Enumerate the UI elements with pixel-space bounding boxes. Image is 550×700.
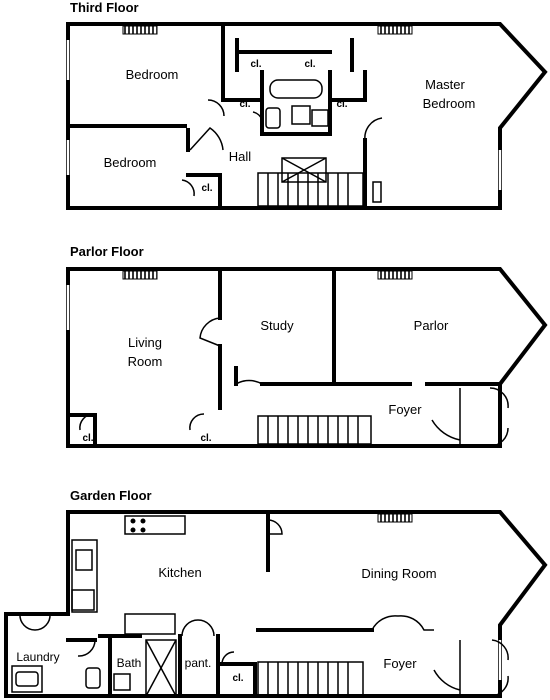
- study-label: Study: [260, 318, 294, 333]
- door: [364, 117, 383, 141]
- closet-label: cl.: [239, 99, 250, 110]
- door: [207, 99, 225, 117]
- front-door: [433, 640, 461, 696]
- radiator: [377, 25, 413, 35]
- stove-burner: [130, 518, 136, 524]
- living-room-label: Room: [128, 354, 163, 369]
- dishwasher: [71, 589, 95, 611]
- stove-burner: [140, 518, 146, 524]
- stairs: [257, 172, 364, 207]
- closet-label: cl.: [304, 59, 315, 70]
- garden-floor-outline: [4, 510, 548, 698]
- parlor-floor: Parlor Floor: [66, 244, 548, 448]
- radiator: [377, 270, 413, 280]
- radiator: [122, 270, 158, 280]
- wall: [221, 22, 264, 102]
- toilet: [265, 107, 281, 129]
- stove-burner: [140, 527, 146, 533]
- master-bedroom-label: Master: [425, 77, 465, 92]
- washer: [15, 671, 39, 687]
- door: [235, 379, 263, 385]
- hall-label: Hall: [229, 149, 252, 164]
- master-bedroom-label: Bedroom: [423, 96, 476, 111]
- garden-floor-title: Garden Floor: [70, 488, 152, 503]
- living-room-label: Living: [128, 335, 162, 350]
- door: [189, 127, 224, 151]
- kitchen-counter: [124, 613, 176, 635]
- bathtub: [269, 79, 323, 99]
- shelf: [372, 181, 382, 203]
- bedroom-label: Bedroom: [126, 67, 179, 82]
- door: [19, 613, 51, 631]
- toilet: [85, 667, 101, 689]
- garden-floor: Garden Floor: [4, 488, 548, 698]
- foyer-label: Foyer: [388, 402, 422, 417]
- kitchen-counter: [71, 539, 98, 613]
- front-door: [431, 388, 461, 446]
- stairwell-opening: [281, 157, 327, 183]
- door: [221, 651, 235, 665]
- front-door: [489, 387, 509, 447]
- bath-label: Bath: [117, 656, 142, 670]
- stairwell-opening: [281, 157, 327, 183]
- wall: [220, 662, 257, 698]
- kitchen-label: Kitchen: [158, 565, 201, 580]
- kitchen-counter: [124, 515, 186, 535]
- stairwell-opening: [145, 639, 177, 697]
- parlor-label: Parlor: [414, 318, 449, 333]
- sink: [75, 549, 93, 571]
- radiator: [122, 25, 158, 35]
- closet-label: cl.: [232, 673, 243, 684]
- third-floor-outline: [66, 22, 548, 210]
- pantry-label: pant.: [185, 656, 212, 670]
- door: [79, 413, 95, 431]
- bedroom-label: Bedroom: [104, 155, 157, 170]
- radiator: [377, 513, 413, 523]
- closet-label: cl.: [200, 433, 211, 444]
- door: [267, 519, 283, 535]
- double-door: [371, 615, 434, 631]
- closet-label: cl.: [201, 183, 212, 194]
- door: [181, 179, 195, 197]
- door: [181, 619, 215, 637]
- stairs: [257, 415, 372, 445]
- laundry-label: Laundry: [16, 650, 59, 664]
- door: [77, 639, 96, 657]
- third-floor: Third Floor: [66, 0, 548, 210]
- door: [189, 413, 205, 431]
- sink: [291, 105, 311, 125]
- sink: [311, 109, 329, 127]
- wall: [66, 413, 97, 448]
- door: [199, 317, 221, 347]
- closet-label: cl.: [336, 99, 347, 110]
- wall: [260, 70, 332, 136]
- wall: [186, 173, 222, 210]
- front-door: [491, 639, 509, 697]
- sink: [113, 673, 131, 691]
- door: [252, 111, 263, 121]
- stairwell-opening: [145, 639, 177, 697]
- closet-label: cl.: [250, 59, 261, 70]
- stove-burner: [130, 527, 136, 533]
- third-floor-title: Third Floor: [70, 0, 139, 15]
- stairs: [257, 661, 364, 696]
- dining-room-label: Dining Room: [361, 566, 436, 581]
- parlor-floor-title: Parlor Floor: [70, 244, 144, 259]
- foyer-label: Foyer: [383, 656, 417, 671]
- closet-label: cl.: [82, 433, 93, 444]
